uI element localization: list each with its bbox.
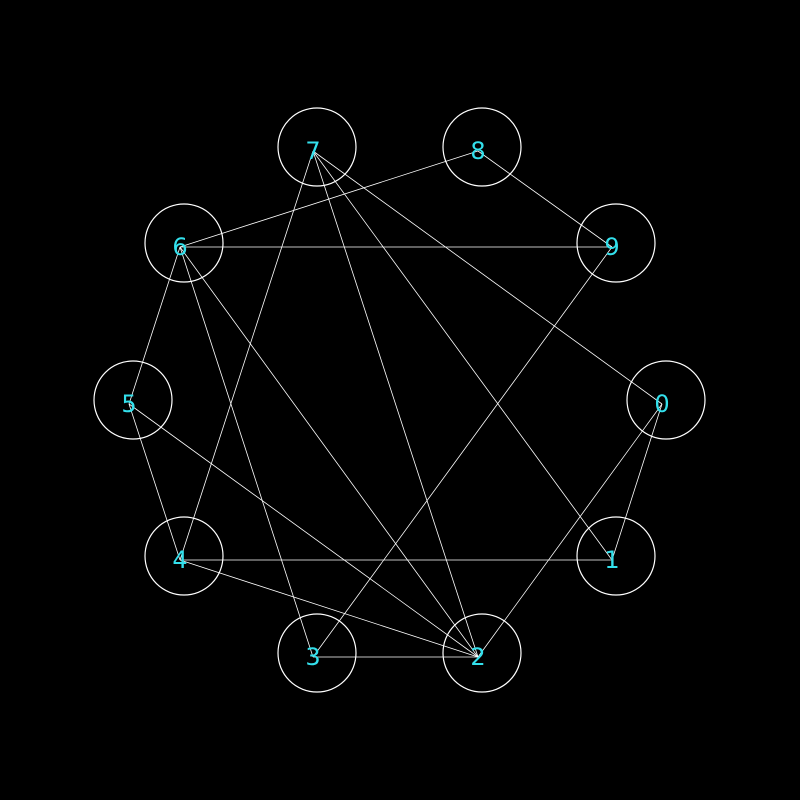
node-circle-9 [576,203,656,283]
node-7: 7 [277,107,357,187]
node-4: 4 [144,516,224,596]
node-8: 8 [442,107,522,187]
edge-6-8 [179,150,479,248]
nodes-layer: 0 1 2 3 4 5 6 7 8 9 [93,107,706,693]
edge-0-7 [312,150,663,405]
node-label-4: 4 [172,546,187,574]
edge-4-7 [179,150,314,561]
edge-8-9 [477,150,613,248]
node-circle-5 [93,360,173,440]
edge-3-9 [312,246,613,658]
node-label-7: 7 [305,137,320,165]
node-label-9: 9 [604,233,619,261]
node-label-2: 2 [470,643,485,671]
node-3: 3 [277,613,357,693]
edge-1-7 [312,150,613,561]
edges-layer [128,150,663,658]
node-0: 0 [626,360,706,440]
node-label-0: 0 [654,390,669,418]
node-circle-0 [626,360,706,440]
node-circle-6 [144,203,224,283]
node-label-5: 5 [121,390,136,418]
node-9: 9 [576,203,656,283]
node-circle-2 [442,613,522,693]
edge-3-6 [179,246,314,658]
edge-0-1 [611,403,663,561]
edge-2-6 [179,246,479,658]
node-circle-8 [442,107,522,187]
edge-2-4 [179,559,479,658]
node-circle-4 [144,516,224,596]
node-circle-3 [277,613,357,693]
node-circle-7 [277,107,357,187]
node-label-3: 3 [305,643,320,671]
node-label-1: 1 [604,546,619,574]
node-circle-1 [576,516,656,596]
node-label-6: 6 [172,233,187,261]
node-5: 5 [93,360,173,440]
edge-4-5 [128,403,181,561]
node-6: 6 [144,203,224,283]
node-2: 2 [442,613,522,693]
edge-5-6 [128,246,181,405]
node-1: 1 [576,516,656,596]
node-label-8: 8 [470,137,485,165]
edge-0-2 [477,403,663,658]
edge-2-5 [128,403,479,658]
edge-2-7 [312,150,479,658]
